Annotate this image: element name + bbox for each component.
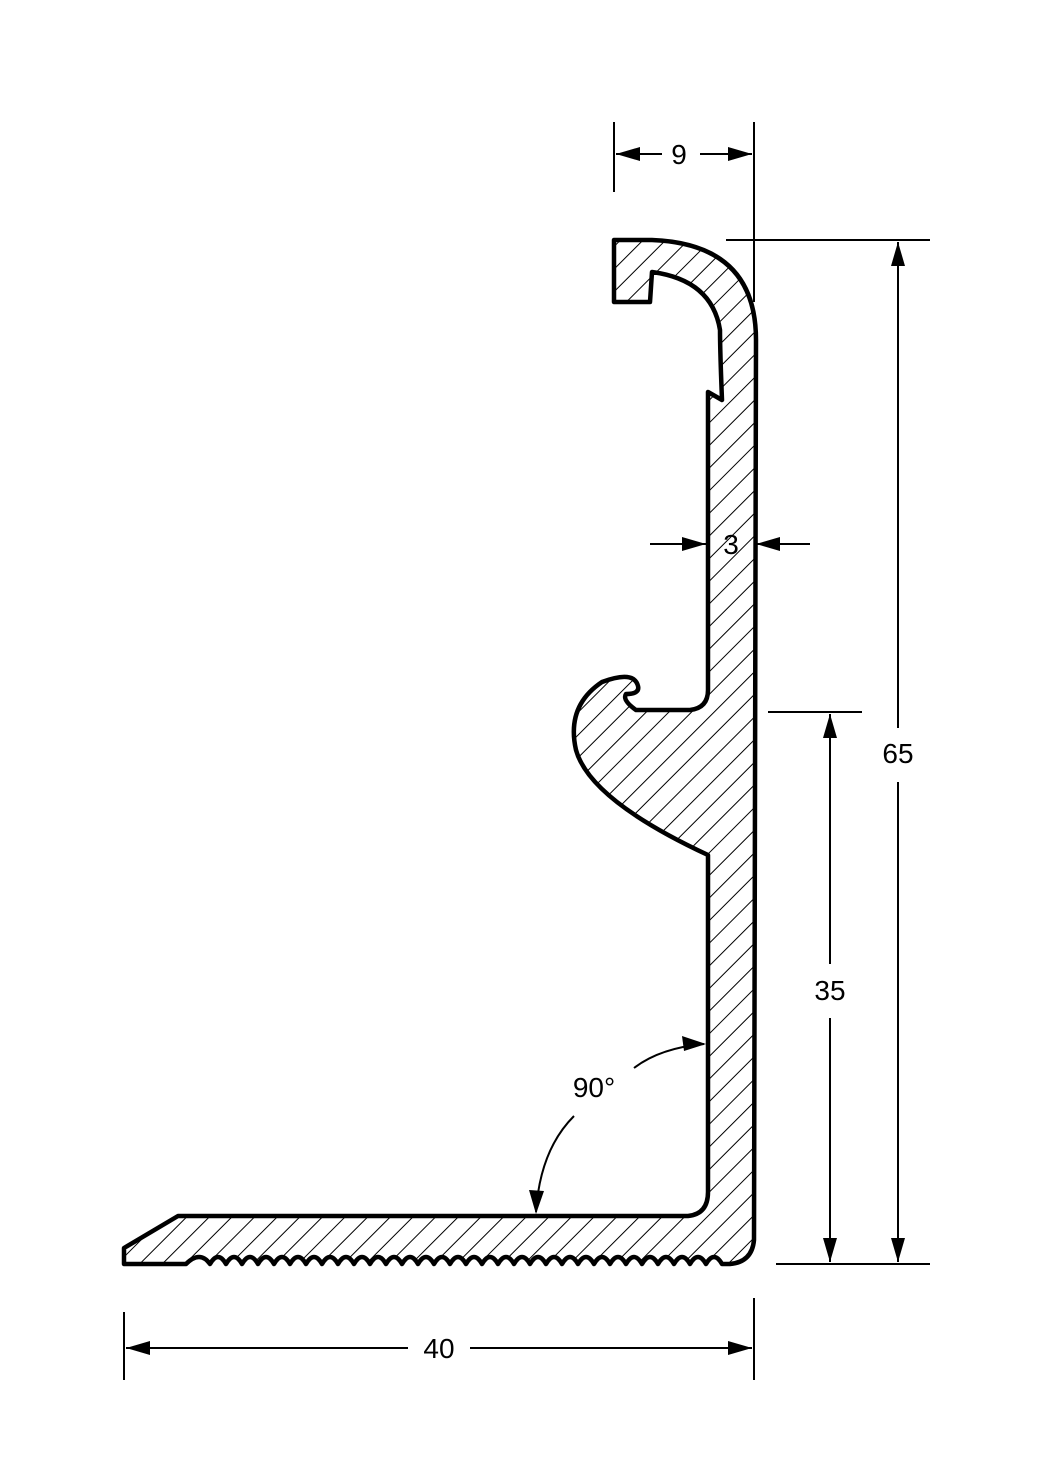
dimension-label-40: 40 (423, 1333, 454, 1364)
dimension-label-90: 90° (573, 1072, 615, 1103)
dimension-top-lip: 9 (613, 122, 755, 302)
dimension-label-65: 65 (882, 738, 913, 769)
profile-section (121, 237, 759, 1267)
dimension-label-35: 35 (814, 975, 845, 1006)
dimension-base-width: 40 (123, 1298, 755, 1380)
dimension-label-9: 9 (671, 139, 687, 170)
dimension-label-3: 3 (723, 529, 739, 560)
dimension-total-height: 65 (726, 239, 930, 1265)
dimension-corner-angle: 90° (529, 1036, 706, 1214)
dimension-lower-height: 35 (768, 711, 862, 1262)
dimension-wall-thickness: 3 (650, 529, 810, 560)
